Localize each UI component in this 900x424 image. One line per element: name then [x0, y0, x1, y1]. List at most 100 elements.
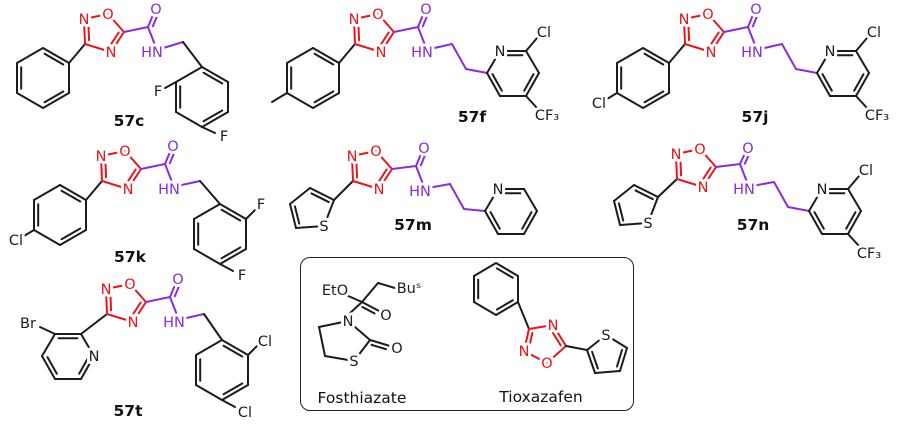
atom-label-o: O	[418, 141, 429, 157]
bond	[684, 43, 712, 53]
bond	[361, 301, 380, 312]
bond	[221, 339, 249, 356]
bond	[525, 50, 540, 74]
bond-double-line	[293, 205, 301, 225]
atom-label-n: N	[347, 149, 358, 165]
atom-label-n: N	[519, 344, 530, 360]
bond	[523, 350, 548, 364]
compound-label-57f: 57f	[458, 108, 487, 126]
atom-label-n: N	[101, 282, 112, 298]
atom-label-cl: Cl	[859, 163, 873, 179]
bond	[176, 180, 201, 187]
atom-label-n: N	[495, 44, 506, 60]
bond-double-line	[643, 52, 665, 66]
bond	[195, 339, 223, 356]
atom-label-o: O	[370, 144, 381, 160]
bond	[816, 50, 831, 74]
bond	[847, 210, 862, 235]
bond	[710, 31, 725, 53]
bond	[195, 384, 223, 401]
atom-label-br: Br	[20, 316, 36, 332]
compound-label-57c: 57c	[114, 112, 145, 130]
bond	[132, 301, 147, 323]
atom-label-o: O	[119, 144, 130, 160]
bond-double-line	[419, 151, 427, 167]
bond	[375, 150, 393, 170]
bond	[286, 47, 314, 64]
bond	[605, 334, 628, 349]
bond	[683, 13, 709, 20]
bond	[59, 229, 87, 246]
bond	[495, 301, 519, 316]
bond	[107, 13, 125, 33]
bond	[759, 43, 783, 50]
bond	[351, 150, 377, 157]
bond	[517, 301, 530, 330]
bond	[159, 41, 184, 50]
bond	[127, 168, 142, 190]
bond	[101, 180, 129, 190]
bond	[613, 200, 621, 226]
atom-label-n: N	[96, 149, 107, 165]
bond	[619, 347, 628, 372]
atom-label-n: N	[493, 182, 504, 198]
atom-label-s: S	[601, 328, 610, 344]
bond	[42, 47, 70, 64]
bond	[594, 370, 621, 374]
atom-label-o: O	[702, 7, 713, 23]
bond-double-line	[60, 189, 82, 203]
atom-label-n: N	[123, 182, 134, 198]
bond	[393, 26, 419, 33]
bond	[83, 13, 109, 20]
bond	[486, 50, 501, 74]
bond-double-line	[43, 52, 65, 66]
bond-double-line	[313, 90, 335, 104]
bond	[451, 43, 467, 70]
bond	[318, 326, 326, 357]
bond	[675, 148, 701, 155]
bond	[739, 163, 748, 183]
bond	[80, 313, 108, 335]
bond	[219, 203, 247, 220]
bond	[105, 283, 131, 290]
compound-label-57j: 57j	[742, 108, 769, 126]
atom-label-s: S	[319, 219, 328, 235]
bond-double-line	[591, 350, 599, 370]
bond-double-line	[104, 158, 108, 179]
bond-double-line	[491, 73, 503, 92]
bond-double-line	[643, 90, 665, 104]
bond	[42, 92, 70, 109]
bond-double-line	[615, 348, 624, 368]
atom-label-cl: Cl	[592, 96, 606, 112]
bond	[80, 333, 95, 357]
bond-double-line	[46, 356, 58, 375]
bond	[816, 72, 831, 97]
compound-label-57k: 57k	[114, 248, 147, 266]
bond	[353, 18, 356, 45]
bond	[473, 301, 497, 316]
bond-double-line	[78, 356, 90, 375]
bond-double-line	[151, 12, 159, 28]
atom-label-o: O	[372, 7, 383, 23]
atom-label-n: N	[349, 12, 360, 28]
bond-double-line	[679, 156, 683, 177]
bond	[85, 180, 103, 201]
bond	[353, 13, 379, 20]
atom-label-o: O	[150, 2, 161, 18]
bond-double-line	[370, 343, 387, 351]
bond	[523, 210, 538, 235]
bond	[351, 155, 354, 182]
bond-double-line	[421, 12, 429, 28]
bond	[484, 188, 499, 212]
bond	[747, 9, 756, 28]
atom-label-hn: HN	[163, 315, 185, 331]
bond-double-line	[222, 344, 244, 358]
bond	[565, 345, 588, 351]
bond	[147, 26, 156, 46]
bond	[417, 9, 426, 28]
